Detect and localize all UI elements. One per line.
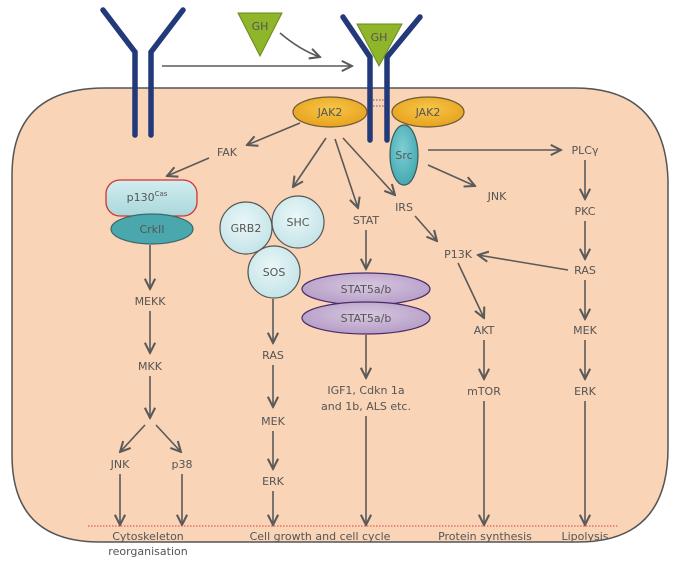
svg-text:SOS: SOS: [263, 266, 286, 279]
irs: IRS: [395, 201, 413, 214]
mtor: mTOR: [467, 385, 501, 398]
ras-right: RAS: [574, 264, 596, 277]
sos: SOS: [247, 245, 301, 299]
mek-mid: MEK: [261, 415, 285, 428]
igf1-targets-line2: and 1b, ALS etc.: [321, 400, 411, 413]
mek-right: MEK: [573, 324, 597, 337]
stat5-bottom: STAT5a/b: [301, 301, 431, 335]
jnk-src: JNK: [487, 190, 507, 203]
jak2-right: JAK2: [391, 96, 465, 128]
stat5-top: STAT5a/b: [301, 272, 431, 306]
receptor-bound: GH: [340, 14, 423, 143]
gh-ligand-free: GH: [237, 12, 283, 58]
jnk: JNK: [110, 458, 130, 471]
erk-mid: ERK: [262, 475, 285, 488]
svg-text:STAT5a/b: STAT5a/b: [341, 283, 392, 296]
stat: STAT: [353, 214, 380, 227]
gh-label: GH: [252, 20, 269, 33]
crkii: CrkII: [110, 213, 194, 245]
svg-text:STAT5a/b: STAT5a/b: [341, 312, 392, 325]
svg-text:Src: Src: [395, 149, 412, 162]
svg-text:JAK2: JAK2: [415, 106, 441, 119]
svg-text:GRB2: GRB2: [231, 222, 262, 235]
ras-mid: RAS: [262, 349, 284, 362]
mkk: MKK: [138, 360, 163, 373]
outcome-protein-synthesis: Protein synthesis: [438, 530, 532, 543]
pkc: PKC: [575, 205, 596, 218]
src: Src: [389, 124, 419, 186]
jak2-left: JAK2: [292, 96, 368, 128]
receptor-unbound: [100, 7, 186, 138]
outcome-cytoskeleton-line2: reorganisation: [108, 545, 187, 558]
p13k: P13K: [444, 248, 473, 261]
svg-text:SHC: SHC: [287, 216, 310, 229]
grb2: GRB2: [219, 201, 273, 255]
svg-text:JAK2: JAK2: [317, 106, 343, 119]
igf1-targets-line1: IGF1, Cdkn 1a: [327, 384, 404, 397]
outcome-lipolysis: Lipolysis: [562, 530, 609, 543]
svg-text:p130Cas: p130Cas: [127, 190, 168, 204]
p38: p38: [172, 458, 193, 471]
outcome-cytoskeleton-line1: Cytoskeleton: [112, 530, 184, 543]
shc: SHC: [271, 195, 325, 249]
akt: AKT: [474, 324, 495, 337]
p130cas: p130Cas: [105, 179, 198, 217]
plc-gamma: PLCγ: [572, 144, 599, 157]
outcome-cell-growth: Cell growth and cell cycle: [250, 530, 391, 543]
erk-right: ERK: [574, 385, 597, 398]
fak: FAK: [217, 146, 238, 159]
mekk: MEKK: [135, 295, 167, 308]
gh-binding-arrow: [279, 32, 320, 57]
gh-bound-label: GH: [371, 31, 388, 44]
svg-text:CrkII: CrkII: [139, 223, 164, 236]
